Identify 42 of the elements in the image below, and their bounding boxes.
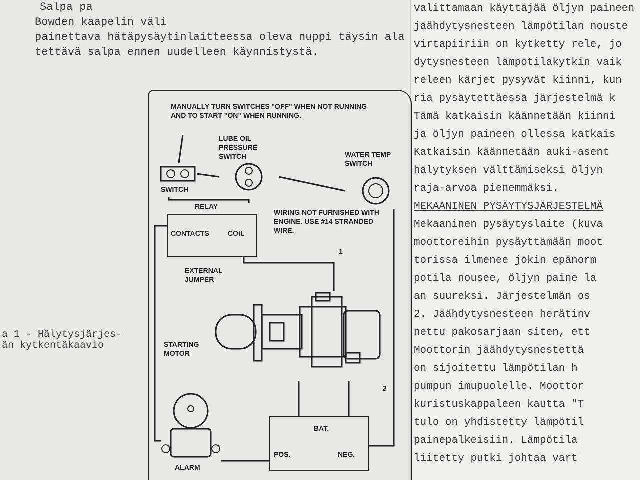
body-text: jäähdytysnesteen lämpötilan nouste [414, 21, 628, 33]
body-text: ria pysäytettäessä järjestelmä k [414, 93, 616, 105]
body-text: raja-arvoa pienemmäksi. [414, 183, 559, 195]
body-text: Salpa pa [40, 2, 93, 14]
body-text: painepalkeisiin. Lämpötila [414, 435, 578, 447]
body-text: an suureksi. Järjestelmän os [414, 291, 590, 303]
body-text: pumpun imupuolelle. Moottor [414, 381, 584, 393]
body-text: Mekaaninen pysäytyslaite (kuva [414, 219, 604, 231]
body-text: ja öljyn paineen ollessa katkais [414, 129, 616, 141]
body-text: tulo on yhdistetty lämpötil [414, 417, 584, 429]
battery-box [269, 416, 369, 471]
body-text: virtapiiriin on kytketty rele, jo [414, 39, 622, 51]
wire [168, 197, 250, 203]
wire [348, 381, 350, 416]
body-text: on sijoitettu lämpötilan h [414, 363, 578, 375]
body-text: valittamaan käyttäjää öljyn paineen [414, 3, 635, 15]
figure-caption: a 1 - Hälytysjärjes- än kytkentäkaavio [2, 330, 124, 352]
body-text: painettava hätäpysäytinlaitteessa oleva nuppi täysin ala [35, 32, 405, 44]
wire [369, 209, 395, 447]
body-text: 2. Jäähdytysnesteen herätinv [414, 309, 590, 321]
body-text: releen kärjet pysyvät kiinni, kun [414, 75, 622, 87]
body-text: moottoreihin pysäyttämään moot [414, 237, 604, 249]
body-text: kuristuskappaleen kautta "T [414, 399, 584, 411]
body-text: torissa ilmenee jokin epänorm [414, 255, 597, 267]
wire [154, 225, 167, 442]
wire [221, 460, 269, 462]
body-text: nettu pakosarjaan siten, ett [414, 327, 590, 339]
body-text: Tämä katkaisin käännetään kiinni [414, 111, 616, 123]
body-text: Moottorin jäähdytysnestettä [414, 345, 584, 357]
wire [196, 173, 220, 178]
body-text: dytysnesteen lämpötilakytkin vaik [414, 57, 622, 69]
wire [243, 257, 335, 291]
body-text: Katkaisin käännetään auki-asent [414, 147, 610, 159]
section-heading: MEKAANINEN PYSÄYTYSJÄRJESTELMÄ [414, 201, 604, 213]
body-text: liitetty putki johtaa vart [414, 453, 578, 465]
wire [278, 176, 346, 192]
body-text: tettävä salpa ennen uudelleen käynnistystä. [35, 47, 319, 59]
body-text: Bowden kaapelin väli [35, 17, 168, 29]
wire [298, 381, 300, 416]
body-text: hälytyksen välttämiseksi öljyn [414, 165, 604, 177]
leader-line [178, 134, 184, 164]
body-text: potila nousee, öljyn paine la [414, 273, 597, 285]
